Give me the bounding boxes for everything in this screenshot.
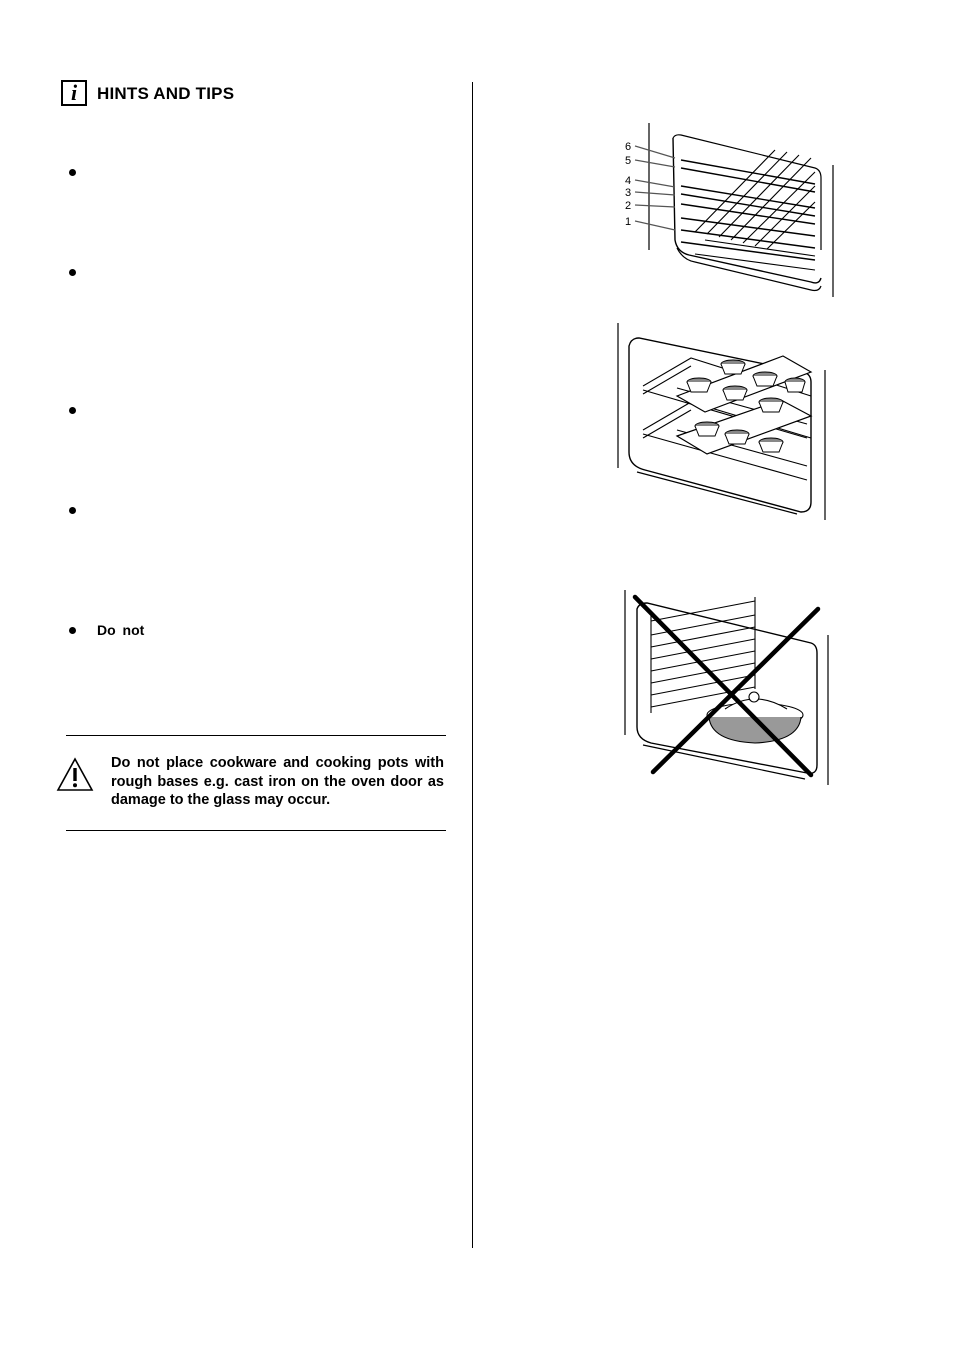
- bullet-marker: [69, 627, 76, 634]
- warning-bottom-rule: [66, 830, 446, 831]
- bullet-marker: [69, 269, 76, 276]
- shelf-label-4: 4: [625, 175, 631, 187]
- shelf-label-3: 3: [625, 187, 631, 199]
- shelf-label-6: 6: [625, 141, 631, 153]
- section-heading: HINTS AND TIPS: [97, 84, 235, 103]
- info-icon: i: [61, 80, 87, 106]
- shelf-label-5: 5: [625, 155, 631, 167]
- column-divider: [472, 82, 473, 1248]
- cupcake-trays-figure: [617, 323, 826, 520]
- shelf-label-2: 2: [625, 200, 631, 212]
- bullet-marker: [69, 407, 76, 414]
- warning-top-rule: [66, 735, 446, 736]
- shelf-label-1: 1: [625, 216, 631, 228]
- prohibited-pot-figure: [624, 590, 829, 785]
- bullet-marker: [69, 169, 76, 176]
- bullet-text: Do not: [97, 622, 145, 638]
- prohibited-cross-mark: [632, 594, 821, 778]
- warning-text: Do not place cookware and cooking pots w…: [111, 755, 444, 808]
- oven-shelf-positions-figure: 6 5 4 3 2 1: [625, 123, 834, 297]
- warning-triangle-icon: [56, 757, 94, 791]
- bullet-marker: [69, 507, 76, 514]
